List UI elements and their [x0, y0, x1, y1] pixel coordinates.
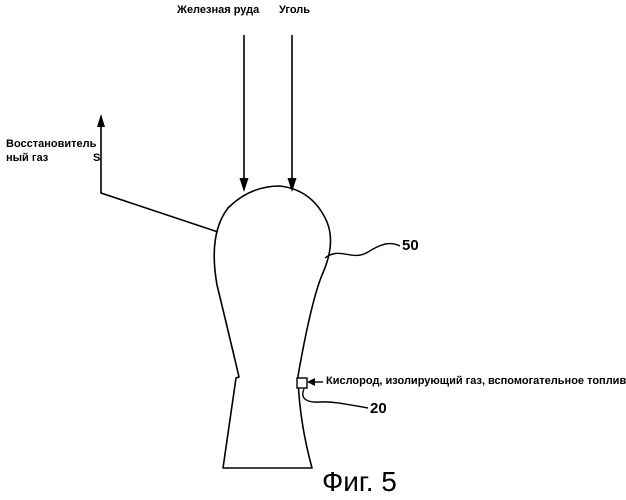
- coal-label: Уголь: [279, 4, 310, 16]
- tuyere-port: [297, 378, 307, 388]
- ref-20-label: 20: [370, 400, 387, 417]
- reducing-gas-label-line1: Восстановитель: [6, 138, 96, 150]
- melter-gasifier-vessel: [214, 186, 330, 468]
- figure-caption: Фиг. 5: [322, 466, 397, 498]
- ref-50-label: 50: [402, 237, 419, 254]
- injection-label: Кислород, изолирующий газ, вспомогательн…: [326, 375, 626, 387]
- injection-arrow: [307, 378, 323, 386]
- ref-50-leader: [325, 244, 400, 258]
- iron-ore-label: Железная руда: [177, 4, 259, 16]
- coal-feed-arrow: [288, 35, 297, 192]
- ref-20-leader: [303, 389, 368, 408]
- reducing-gas-label-line2: ный газ: [6, 152, 48, 164]
- iron-ore-feed-arrow: [240, 35, 249, 192]
- stream-s-label: S: [93, 152, 100, 164]
- reducing-gas-outlet-line: [97, 114, 218, 232]
